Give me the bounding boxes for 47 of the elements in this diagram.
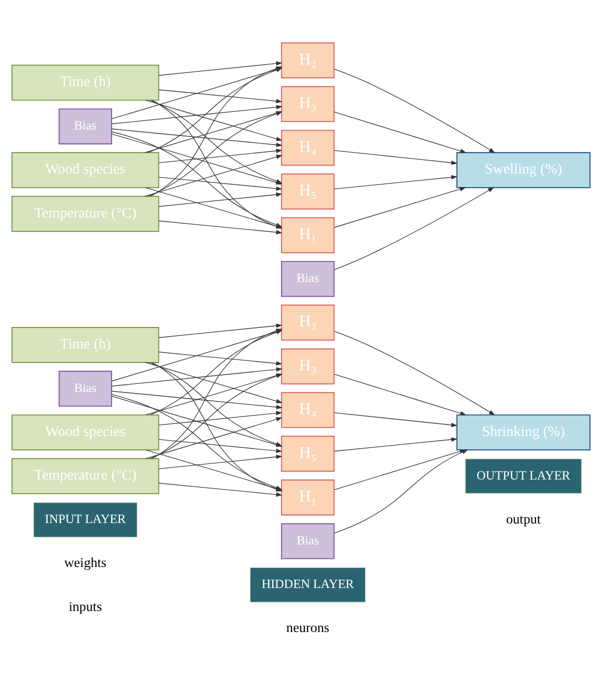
- node-box: H₅: [281, 436, 334, 472]
- node-box: H₄: [281, 392, 334, 428]
- label: weights: [64, 555, 106, 570]
- label: inputs: [68, 598, 102, 614]
- arrow: [158, 352, 282, 366]
- arrow: [158, 411, 282, 426]
- node-box: H₅: [281, 174, 334, 210]
- node-box: Temperature (°C): [12, 196, 160, 232]
- node-box: H₂: [281, 304, 334, 341]
- node-box: H₂: [281, 42, 334, 78]
- arrow: [111, 390, 283, 410]
- node-box: Shrinking (%): [456, 414, 590, 450]
- node-box: Bias: [281, 260, 334, 297]
- arrow: [334, 437, 458, 452]
- arrow: [334, 187, 466, 228]
- node-box: Bias: [58, 108, 112, 144]
- node-box: Wood species: [12, 152, 160, 188]
- node-box: H₄: [281, 130, 334, 166]
- arrow: [111, 128, 283, 147]
- node-box: OUTPUT LAYER: [464, 458, 582, 494]
- node-box: Temperature (°C): [12, 458, 160, 494]
- node-box: Bias: [58, 370, 112, 407]
- arrow: [158, 454, 282, 470]
- arrow: [334, 175, 458, 190]
- label: neurons: [286, 620, 330, 636]
- node-box: Bias: [281, 523, 334, 560]
- arrow: [334, 412, 458, 428]
- arrow: [158, 192, 282, 207]
- node-box: Swelling (%): [456, 152, 590, 188]
- arrow: [334, 68, 496, 154]
- node-box: INPUT LAYER: [32, 502, 138, 538]
- arrow: [334, 150, 458, 165]
- arrow: [334, 112, 466, 154]
- arrow: [334, 187, 494, 270]
- node-box: HIDDEN LAYER: [250, 566, 366, 603]
- arrow: [334, 330, 496, 416]
- node-box: H₃: [281, 86, 334, 122]
- node-box: Time (h): [12, 64, 160, 101]
- arrow: [158, 89, 282, 104]
- node-box: Wood species: [12, 414, 160, 450]
- arrow: [334, 374, 466, 416]
- node-box: H₁: [281, 217, 334, 254]
- node-box: H₁: [281, 480, 334, 516]
- node-box: Time (h): [12, 327, 160, 363]
- arrow: [158, 148, 282, 164]
- node-box: H₃: [281, 348, 334, 384]
- label: output: [506, 511, 541, 526]
